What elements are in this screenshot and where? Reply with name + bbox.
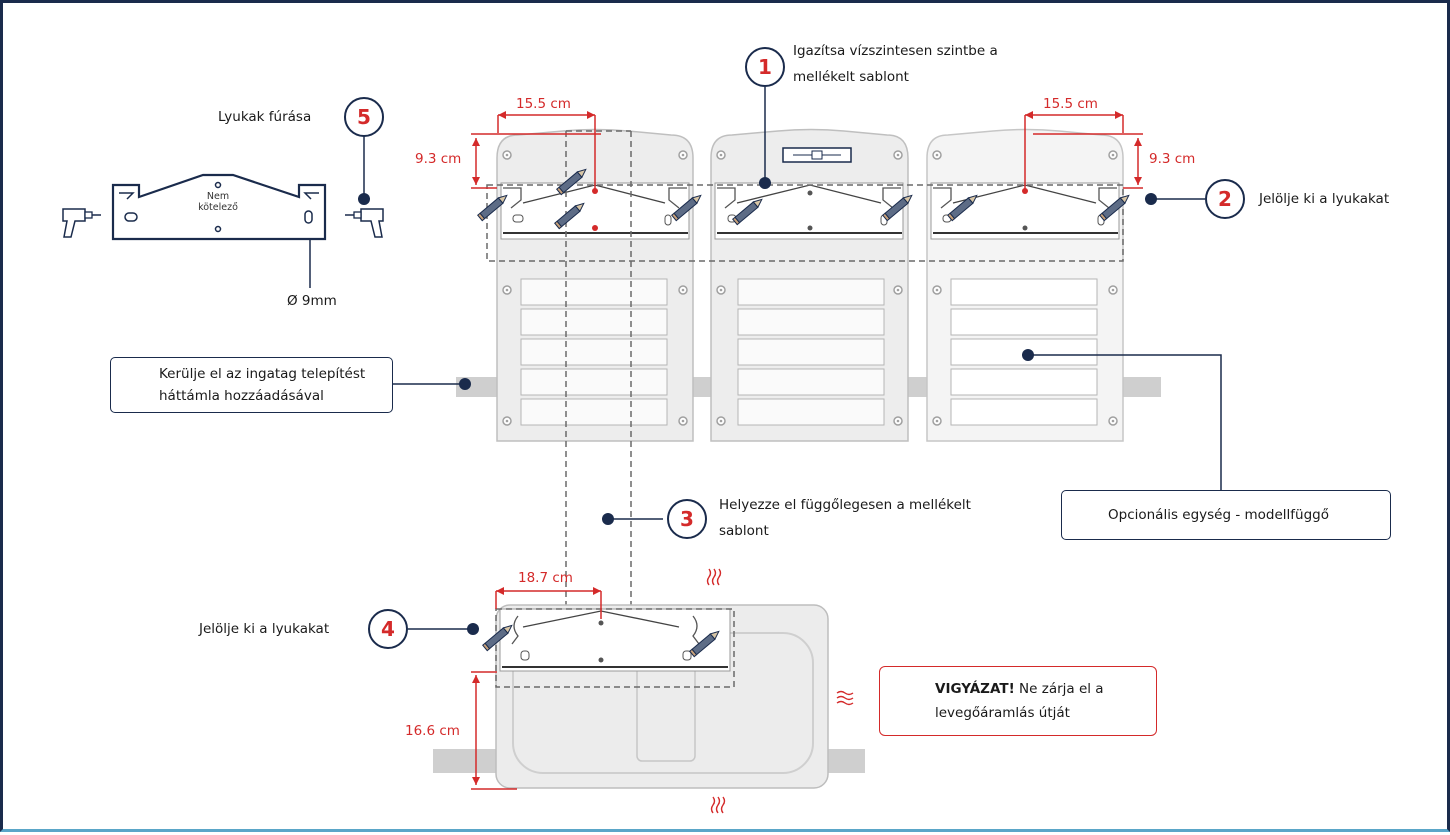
step-number-2: 2 bbox=[1205, 179, 1245, 219]
drill-icon bbox=[62, 208, 102, 238]
heat-wave-icon bbox=[836, 690, 854, 706]
dim-bottom-height: 16.6 cm bbox=[405, 723, 460, 739]
unit-right-optional bbox=[926, 128, 1124, 442]
bracket-optional-label-line2: kötelező bbox=[198, 202, 238, 213]
step-4-text: Jelölje ki a lyukakat bbox=[199, 621, 330, 637]
bracket-optional-label-line1: Nem bbox=[206, 191, 230, 202]
warning-title: VIGYÁZAT! bbox=[935, 681, 1015, 697]
warning-line1: VIGYÁZAT! Ne zárja el a bbox=[935, 679, 1104, 699]
step-number-4: 4 bbox=[368, 609, 408, 649]
step-number-1: 1 bbox=[745, 47, 785, 87]
dimension-lines bbox=[471, 111, 1143, 790]
horizontal-template-outline bbox=[486, 184, 1124, 262]
hole-diameter-label: Ø 9mm bbox=[287, 293, 337, 309]
unit-bottom bbox=[495, 604, 829, 789]
optional-unit-box: Opcionális egység - modellfüggő bbox=[1061, 490, 1391, 540]
step-1-text-line1: Igazítsa vízszintesen szintbe a bbox=[793, 43, 998, 59]
optional-unit-text: Opcionális egység - modellfüggő bbox=[1108, 507, 1330, 523]
step-5-text: Lyukak fúrása bbox=[218, 109, 312, 125]
diagram-canvas bbox=[62, 87, 1222, 814]
backrest-note-line1: Kerülje el az ingatag telepítést bbox=[159, 366, 366, 382]
spirit-level-icon bbox=[782, 147, 852, 163]
dim-bottom-width: 18.7 cm bbox=[518, 570, 573, 586]
step-number-3: 3 bbox=[667, 499, 707, 539]
dim-top-left-width: 15.5 cm bbox=[516, 96, 571, 112]
leader-dots bbox=[358, 177, 1157, 635]
step-2-text: Jelölje ki a lyukakat bbox=[1259, 191, 1390, 207]
dim-top-right-width: 15.5 cm bbox=[1043, 96, 1098, 112]
dim-top-right-height: 9.3 cm bbox=[1149, 151, 1196, 167]
backrest-note-box: Kerülje el az ingatag telepítést háttáml… bbox=[110, 357, 393, 413]
unit-left bbox=[496, 128, 694, 442]
step-3-text-line2: sablont bbox=[719, 523, 769, 539]
heat-wave-icon bbox=[706, 568, 722, 586]
warning-text-line1: Ne zárja el a bbox=[1014, 681, 1104, 697]
step-number-5: 5 bbox=[344, 97, 384, 137]
step-1-text-line2: mellékelt sablont bbox=[793, 69, 909, 85]
airflow-warning-box: VIGYÁZAT! Ne zárja el a levegőáramlás út… bbox=[879, 666, 1157, 736]
step-3-text-line1: Helyezze el függőlegesen a mellékelt bbox=[719, 497, 971, 513]
heat-wave-icon bbox=[710, 796, 726, 814]
backrest-note-line2: háttámla hozzáadásával bbox=[159, 388, 324, 404]
dim-top-left-height: 9.3 cm bbox=[415, 151, 462, 167]
warning-text-line2: levegőáramlás útját bbox=[935, 705, 1070, 721]
drill-icon bbox=[344, 208, 384, 238]
wall-bracket bbox=[111, 173, 327, 241]
unit-middle bbox=[710, 128, 909, 442]
